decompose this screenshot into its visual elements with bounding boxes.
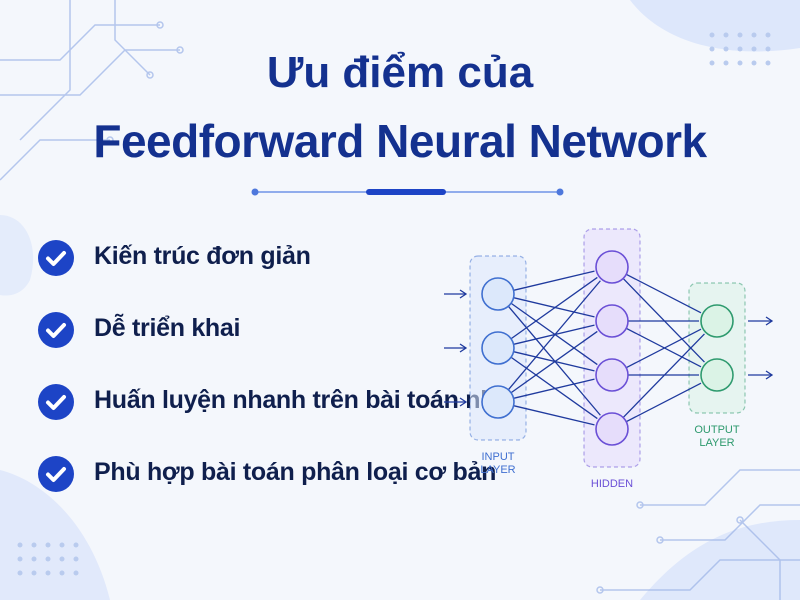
title-line-1: Ưu điểm của — [266, 48, 534, 97]
title-line-2: Feedforward Neural Network — [93, 115, 707, 167]
connection-line — [513, 297, 595, 318]
connection-line — [513, 378, 595, 399]
layer-label: INPUT — [482, 451, 515, 463]
layer-label: LAYER — [699, 437, 734, 449]
check-circle-icon — [38, 456, 74, 492]
benefit-item: Kiến trúc đơn giản — [38, 236, 458, 308]
connection-line — [625, 327, 702, 368]
benefit-item: Dễ triển khai — [38, 308, 458, 380]
connection-line — [510, 302, 598, 366]
arrow-icon — [748, 316, 774, 326]
connection-line — [625, 382, 702, 423]
layer-label: HIDDEN — [591, 478, 633, 490]
neuron-node — [481, 331, 515, 365]
arrow-icon — [444, 289, 468, 299]
connection-line — [513, 351, 595, 372]
neuron-node — [595, 304, 629, 338]
layer-box — [688, 282, 746, 414]
neuron-node — [481, 277, 515, 311]
benefits-list: Kiến trúc đơn giản Dễ triển khai Huấn lu… — [38, 236, 511, 524]
neuron-node — [481, 385, 515, 419]
connection-line — [507, 280, 601, 391]
benefit-item: Phù hợp bài toán phân loại cơ bản — [38, 452, 496, 524]
connection-line — [622, 333, 705, 418]
arrow-icon — [444, 343, 468, 353]
connection-line — [510, 356, 598, 420]
benefit-label: Phù hợp bài toán phân loại cơ bản — [94, 458, 497, 486]
connection-line — [625, 273, 702, 314]
check-circle-icon — [38, 240, 74, 276]
arrow-icon — [748, 370, 774, 380]
layer-label: OUTPUT — [694, 424, 740, 436]
neuron-node — [595, 250, 629, 284]
layer-label: LAYER — [480, 464, 515, 476]
check-circle-icon — [38, 312, 74, 348]
benefit-item: Huấn luyện nhanh trên bài toán nhỏ — [38, 380, 511, 452]
neuron-node — [595, 358, 629, 392]
benefit-label: Dễ triển khai — [94, 314, 241, 342]
connection-line — [510, 276, 598, 340]
neuron-node — [595, 412, 629, 446]
title-divider — [251, 188, 564, 196]
layer-box — [583, 228, 641, 468]
connection-line — [625, 328, 702, 369]
neuron-node — [700, 358, 734, 392]
check-circle-icon — [38, 384, 74, 420]
arrow-icon — [444, 397, 468, 407]
neural-network-diagram: INPUTLAYERHIDDENLAYEROUTPUTLAYER — [444, 228, 774, 490]
benefit-label: Kiến trúc đơn giản — [94, 242, 311, 270]
neuron-node — [700, 304, 734, 338]
connection-line — [513, 405, 595, 426]
connection-line — [513, 270, 595, 291]
connection-line — [510, 330, 598, 394]
benefit-label: Huấn luyện nhanh trên bài toán nhỏ — [94, 386, 511, 414]
